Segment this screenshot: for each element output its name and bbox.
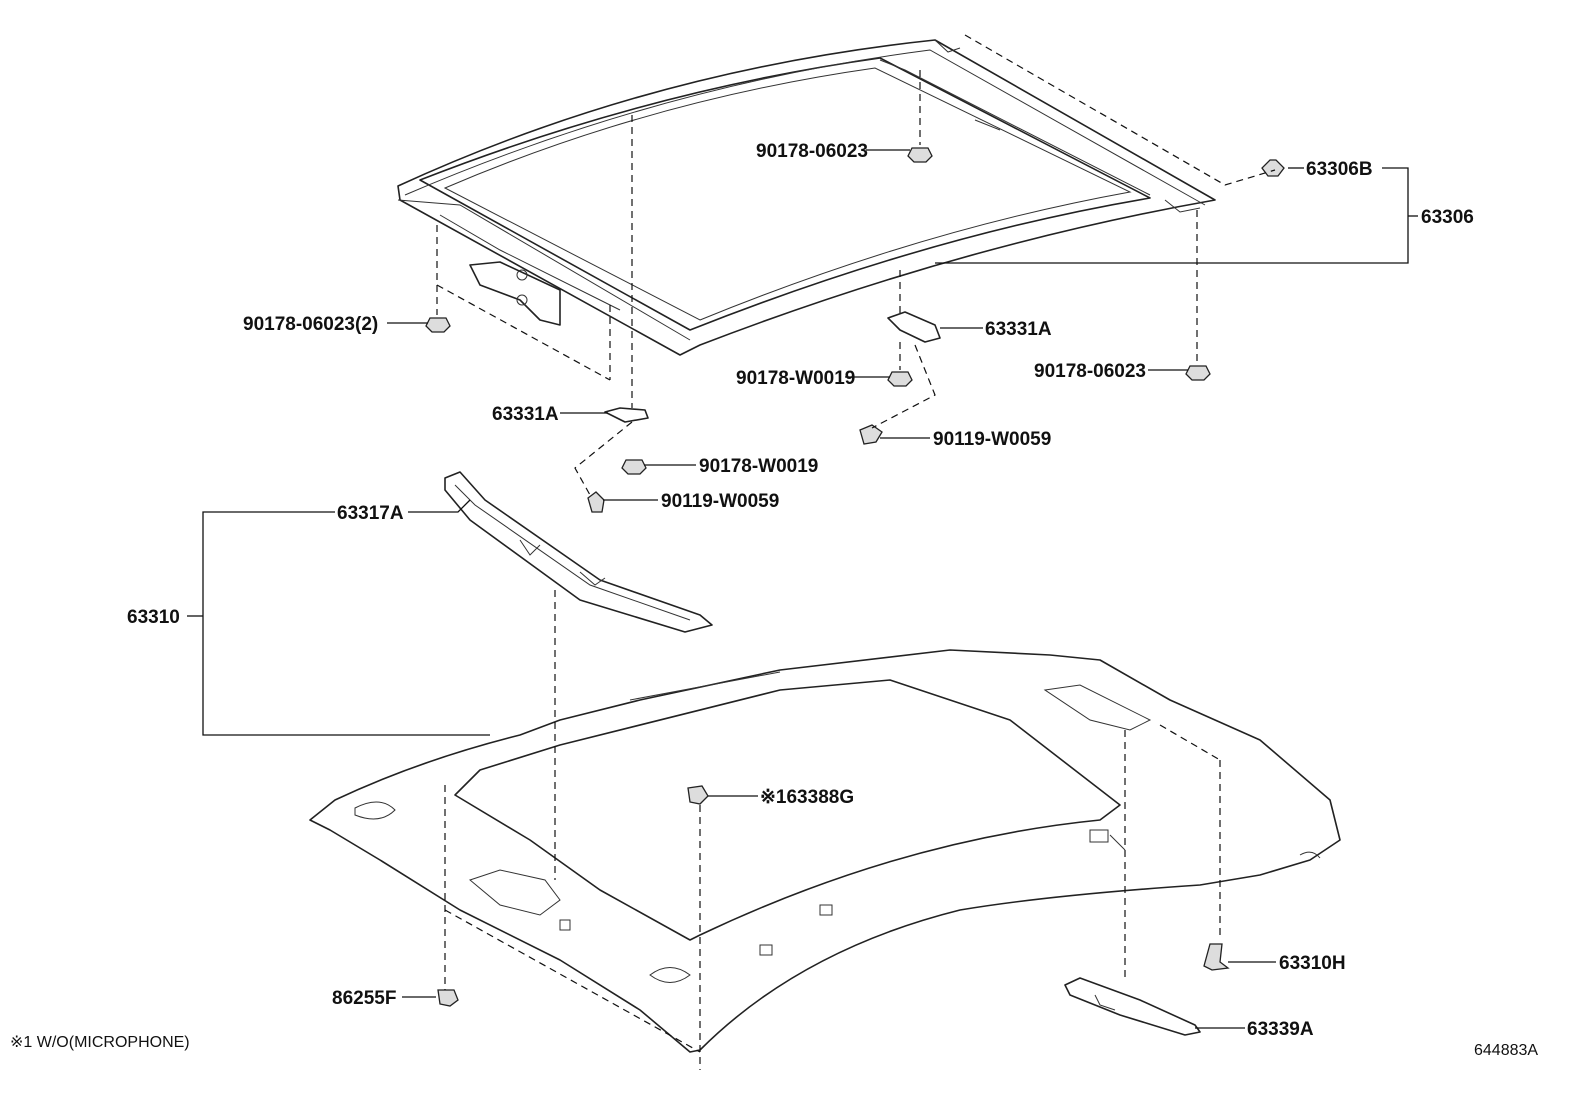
screw-63310H (1203, 943, 1230, 971)
label-86255F[interactable]: 86255F (332, 988, 396, 1009)
nut-90178-W0019-right (887, 371, 913, 387)
diagram-id: 644883A (1474, 1042, 1538, 1059)
bracket-63339A (1064, 977, 1201, 1036)
label-90178-06023-2[interactable]: 90178-06023(2) (243, 314, 378, 335)
nut-90178-06023-left (425, 317, 451, 333)
label-90178-06023-top[interactable]: 90178-06023 (756, 141, 868, 162)
clip-63388G (687, 785, 709, 805)
label-63317A[interactable]: 63317A (337, 503, 404, 524)
label-63331A-right[interactable]: 63331A (985, 319, 1052, 340)
clip-63331A-left (604, 407, 649, 423)
nut-90178-06023-top (907, 147, 933, 163)
alignment-lines (436, 34, 1276, 1070)
label-63331A-left[interactable]: 63331A (492, 404, 559, 425)
nut-90178-W0019-left (621, 459, 647, 475)
label-90119-W0059-right[interactable]: 90119-W0059 (933, 429, 1051, 450)
fasteners (425, 147, 1285, 1007)
screw-90119-W0059-left (587, 491, 605, 513)
screw-90119-W0059-right (859, 424, 883, 445)
label-63310[interactable]: 63310 (127, 607, 180, 628)
leader-lines (187, 149, 1418, 1029)
clip-63306B (1261, 159, 1285, 177)
bracket-63317A (444, 471, 713, 633)
label-90178-06023-right[interactable]: 90178-06023 (1034, 361, 1146, 382)
label-90119-W0059-left[interactable]: 90119-W0059 (661, 491, 779, 512)
label-63310H[interactable]: 63310H (1279, 953, 1346, 974)
label-90178-W0019-right[interactable]: 90178-W0019 (736, 368, 855, 389)
label-63388G[interactable]: ※163388G (760, 787, 854, 808)
clip-63331A-right (887, 311, 941, 343)
label-90178-W0019-left[interactable]: 90178-W0019 (699, 456, 818, 477)
label-63306B[interactable]: 63306B (1306, 159, 1373, 180)
nut-90178-06023-right (1185, 365, 1211, 381)
headliner-63310 (309, 649, 1341, 1053)
clip-86255F (437, 989, 459, 1007)
sunroof-frame-63306 (397, 39, 1216, 356)
label-63306[interactable]: 63306 (1421, 207, 1474, 228)
label-63339A[interactable]: 63339A (1247, 1019, 1314, 1040)
footnote: ※1 W/O(MICROPHONE) (10, 1034, 190, 1051)
